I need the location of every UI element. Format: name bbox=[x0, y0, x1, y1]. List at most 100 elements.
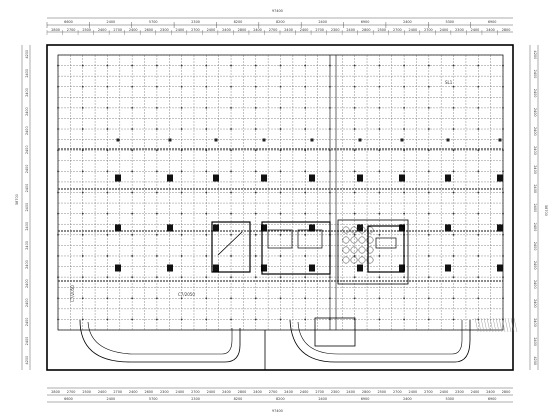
beam-marker bbox=[403, 297, 406, 300]
beam-marker bbox=[254, 255, 257, 257]
beam-marker bbox=[230, 318, 232, 321]
beam-marker bbox=[106, 276, 109, 279]
beam-marker bbox=[403, 64, 406, 67]
dim-text-top: 2400 bbox=[107, 20, 116, 24]
pipe-circle bbox=[358, 256, 366, 264]
dim-text-top-sub: 2800 bbox=[51, 28, 60, 32]
beam-marker bbox=[502, 297, 504, 300]
dim-text-top-sub: 2500 bbox=[82, 28, 91, 32]
beam-marker bbox=[353, 191, 356, 194]
dim-text-bottom: 2300 bbox=[191, 397, 200, 401]
column bbox=[357, 174, 363, 182]
beam-marker bbox=[180, 106, 183, 109]
beam-marker bbox=[477, 85, 480, 88]
beam-marker bbox=[329, 212, 331, 215]
column bbox=[399, 224, 405, 232]
beam-marker bbox=[57, 191, 59, 194]
beam-marker bbox=[304, 64, 307, 67]
column bbox=[115, 264, 121, 272]
beam-marker bbox=[81, 170, 84, 173]
beam-marker bbox=[81, 233, 84, 236]
dim-text-left: 2400 bbox=[25, 298, 29, 307]
beam-marker bbox=[155, 191, 158, 194]
beam-marker bbox=[230, 276, 232, 279]
beam-marker bbox=[205, 85, 208, 88]
pipe-circle bbox=[358, 246, 366, 254]
beam-marker bbox=[304, 318, 307, 321]
dim-text-top-sub: 2700 bbox=[393, 28, 402, 32]
pipe-circle bbox=[350, 246, 358, 254]
beam-marker bbox=[427, 318, 430, 321]
dim-text-top-sub: 2400 bbox=[129, 28, 138, 32]
right-overall-dim: 58700 bbox=[544, 205, 548, 216]
beam-marker bbox=[403, 85, 406, 88]
beam-marker bbox=[452, 191, 455, 194]
beam-marker bbox=[378, 297, 381, 300]
beam-marker bbox=[403, 276, 406, 279]
pipe-circle bbox=[342, 246, 350, 254]
dim-text-left: 2400 bbox=[25, 337, 29, 346]
beam-marker bbox=[403, 128, 406, 130]
beam-marker bbox=[477, 170, 480, 173]
column-small bbox=[168, 138, 172, 142]
dim-text-right: 2400 bbox=[533, 89, 537, 98]
dim-text-bottom: 2400 bbox=[318, 397, 327, 401]
column bbox=[115, 174, 121, 182]
beam-marker bbox=[329, 64, 331, 67]
beam-marker bbox=[57, 233, 59, 236]
column bbox=[309, 264, 315, 272]
column bbox=[213, 264, 219, 272]
dim-text-right: 2400 bbox=[533, 204, 537, 213]
beam-marker bbox=[378, 255, 381, 257]
dim-text-bottom-sub: 2400 bbox=[98, 390, 107, 394]
hatch-line bbox=[501, 317, 506, 333]
bottom-overall-dim: 97400 bbox=[272, 409, 283, 413]
dim-text-left: 2400 bbox=[25, 165, 29, 174]
beam-marker bbox=[106, 170, 109, 173]
beam-marker bbox=[106, 64, 109, 67]
column-small bbox=[214, 138, 218, 142]
beam-marker bbox=[353, 212, 356, 215]
beam-marker bbox=[477, 276, 480, 279]
beam-marker bbox=[81, 191, 84, 194]
beam-marker bbox=[279, 128, 282, 130]
beam-marker bbox=[106, 212, 109, 215]
beam-marker bbox=[57, 212, 59, 215]
beam-marker bbox=[279, 170, 282, 173]
dim-text-left: 2400 bbox=[25, 318, 29, 327]
dim-text-top-sub: 2700 bbox=[315, 28, 324, 32]
beam-marker bbox=[329, 128, 331, 130]
pipe-circle bbox=[350, 256, 358, 264]
beam-marker bbox=[502, 149, 504, 152]
dim-text-left: 2400 bbox=[25, 88, 29, 97]
dim-text-bottom-sub: 2700 bbox=[67, 390, 76, 394]
beam-marker bbox=[57, 85, 59, 88]
beam-marker bbox=[304, 276, 307, 279]
column bbox=[309, 224, 315, 232]
building-outline bbox=[46, 44, 518, 371]
beam-marker bbox=[81, 64, 84, 67]
beam-marker bbox=[304, 297, 307, 300]
pipe-circle bbox=[342, 256, 350, 264]
dim-text-right: 2400 bbox=[533, 70, 537, 79]
beam-marker bbox=[205, 64, 208, 67]
dim-text-bottom-sub: 2800 bbox=[362, 390, 371, 394]
beam-marker bbox=[502, 212, 504, 215]
beam-marker bbox=[452, 64, 455, 67]
dim-text-bottom-sub: 2400 bbox=[486, 390, 495, 394]
beam-marker bbox=[477, 297, 480, 300]
beam-marker bbox=[452, 85, 455, 88]
dim-text-right: 2400 bbox=[533, 242, 537, 251]
dim-text-right: 4200 bbox=[533, 356, 537, 365]
dim-text-bottom-sub: 2400 bbox=[207, 390, 216, 394]
beam-marker bbox=[106, 297, 109, 300]
ramp-label-right: C7/2050 bbox=[178, 292, 195, 297]
beam-marker bbox=[230, 255, 232, 257]
stair-diagonal bbox=[217, 231, 243, 256]
column-small bbox=[400, 138, 404, 142]
dim-text-bottom: 2400 bbox=[107, 397, 116, 401]
beam-marker bbox=[131, 212, 134, 215]
beam-marker bbox=[304, 233, 307, 236]
dim-text-top: 6600 bbox=[64, 20, 73, 24]
dim-text-left: 2400 bbox=[25, 279, 29, 288]
